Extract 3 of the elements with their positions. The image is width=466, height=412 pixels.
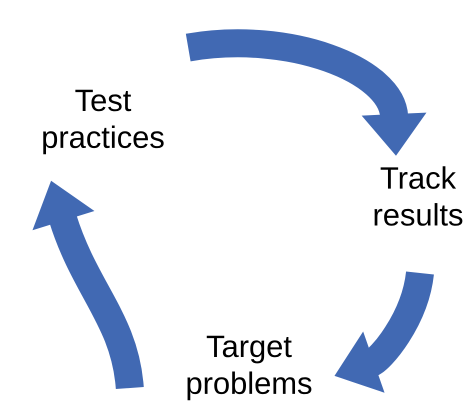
cycle-label: Target problems [187,336,312,400]
cycle-label: Test practices [43,90,164,154]
cycle-label: Track results [374,166,462,226]
